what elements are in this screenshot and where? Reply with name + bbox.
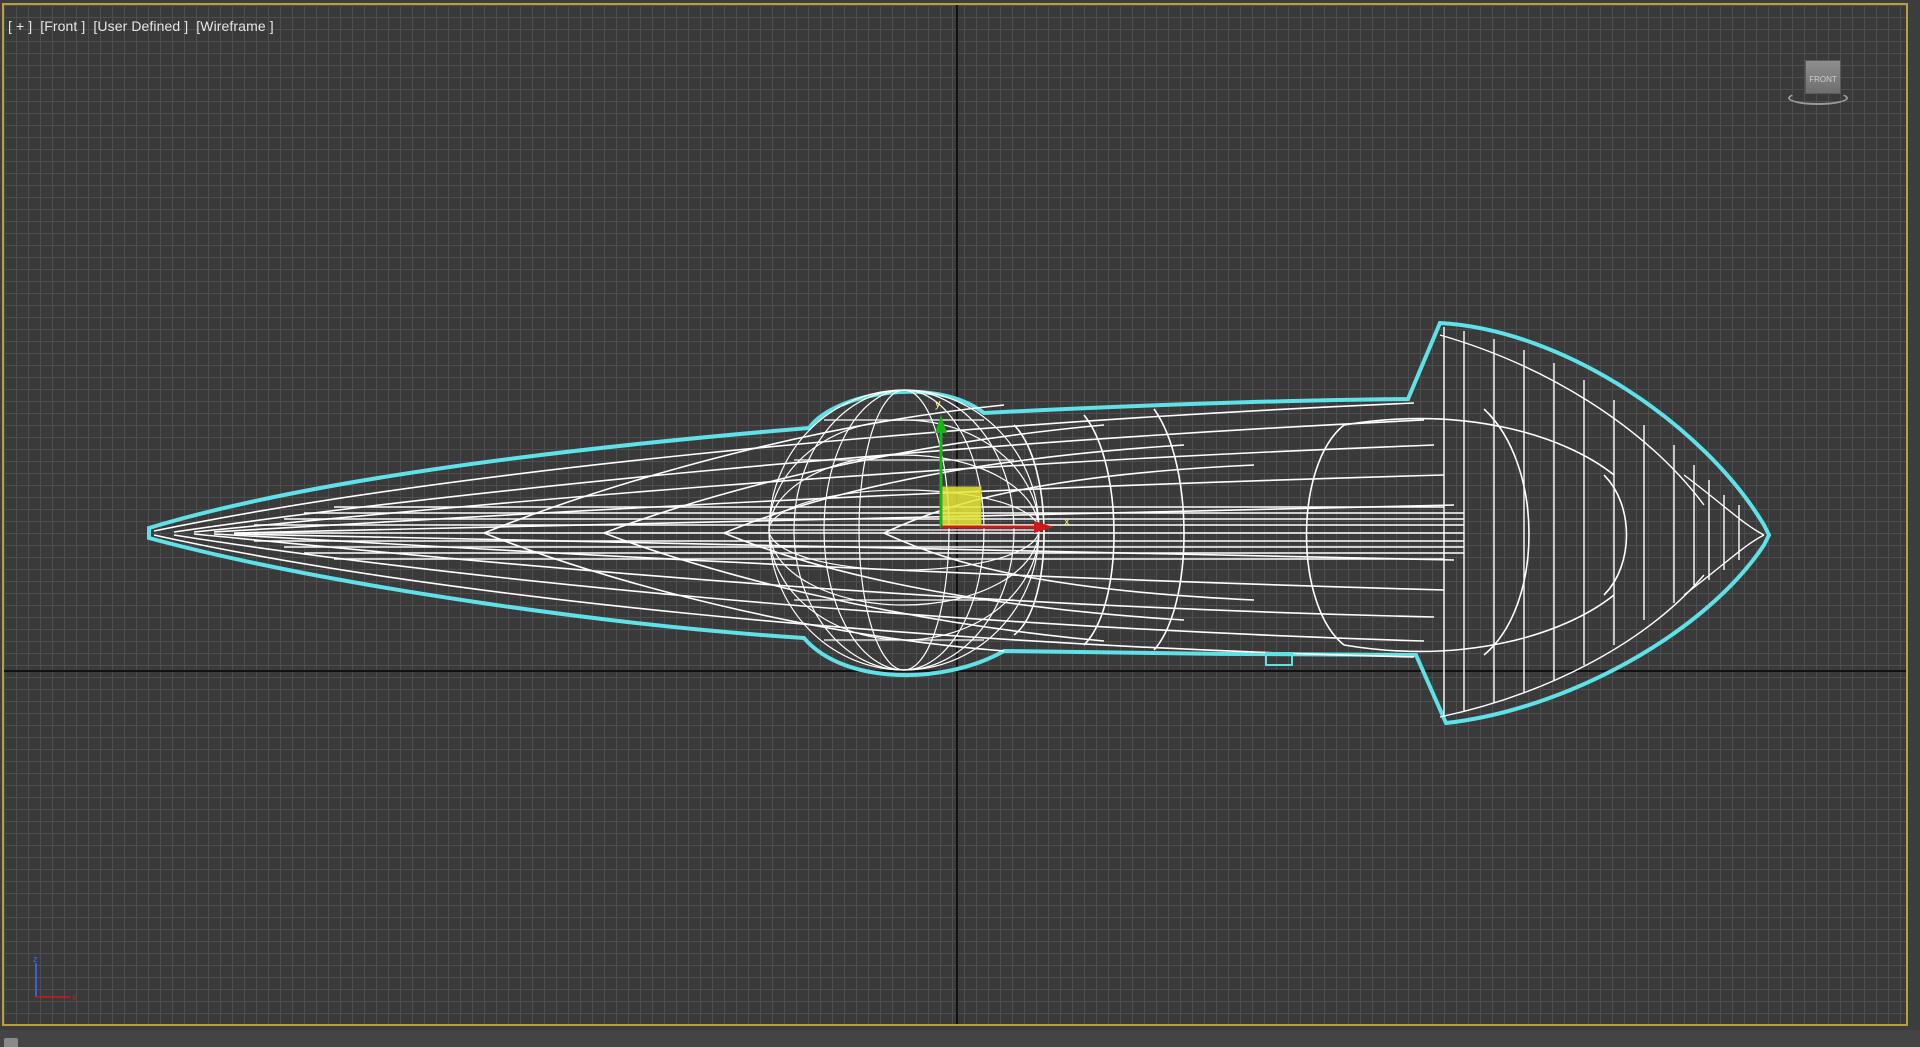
viewcube-compass-ring[interactable] xyxy=(1788,91,1848,105)
timeline-scroll-thumb[interactable] xyxy=(4,1038,18,1047)
hull-object[interactable] xyxy=(147,320,1772,726)
viewport-point-of-view-menu[interactable]: [Front ] xyxy=(40,18,86,34)
nose-cone-wireframe xyxy=(1439,327,1765,718)
sphere-wireframe xyxy=(768,389,1040,671)
tripod-x-label: x xyxy=(72,992,77,1002)
gizmo-x-arrow[interactable] xyxy=(1034,521,1054,533)
wireframe-scene[interactable]: x y xyxy=(4,5,1906,1024)
viewcube-front-face[interactable]: FRONT xyxy=(1805,60,1841,94)
axis-tripod-icon: z x xyxy=(33,955,77,1002)
viewport-general-menu[interactable]: [ + ] xyxy=(8,18,33,34)
front-viewport[interactable]: x y [ + ] [Front ] [User Defined ] [Wire… xyxy=(2,3,1908,1026)
viewport-label-menu: [ + ] [Front ] [User Defined ] [Wirefram… xyxy=(8,18,278,34)
selection-outline xyxy=(147,320,1772,726)
gizmo-xy-plane[interactable] xyxy=(940,486,982,528)
gizmo-y-label: y xyxy=(935,398,941,410)
viewcube[interactable]: FRONT xyxy=(1784,55,1852,113)
hull-tab xyxy=(1265,652,1293,666)
gizmo-x-label: x xyxy=(1064,516,1070,528)
gizmo-y-arrow[interactable] xyxy=(935,415,947,433)
tripod-z-label: z xyxy=(33,955,38,964)
viewport-shading-preset-menu[interactable]: [User Defined ] xyxy=(93,18,189,34)
viewport-display-mode-menu[interactable]: [Wireframe ] xyxy=(196,18,274,34)
transform-gizmo[interactable]: x y xyxy=(935,398,1070,533)
bottom-status-strip xyxy=(0,1030,1920,1047)
